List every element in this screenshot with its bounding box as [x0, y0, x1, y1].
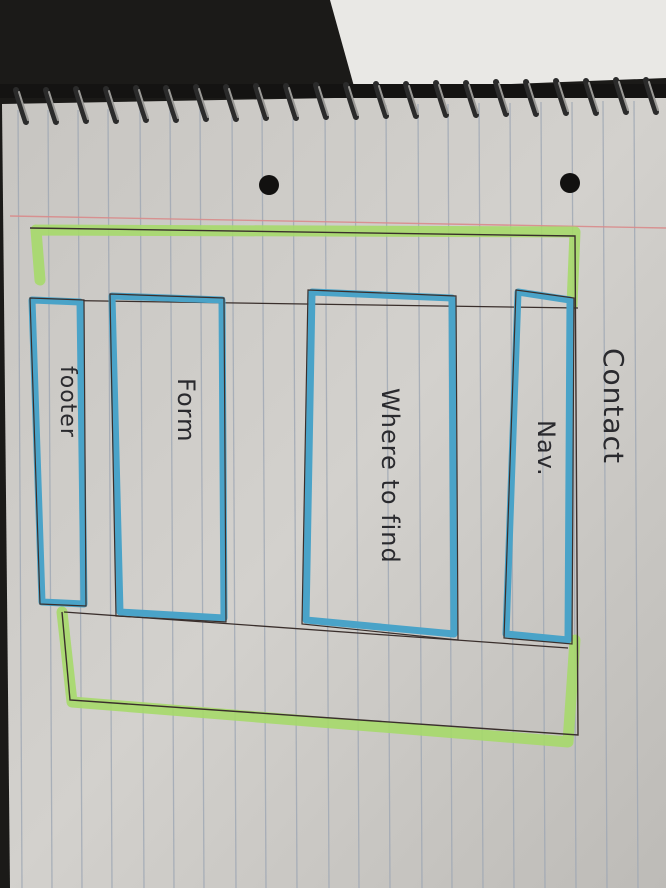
section-label-nav: Nav. — [532, 420, 560, 477]
wireframe-page-outline — [29, 224, 581, 748]
notebook-page — [2, 92, 666, 888]
wireframe-section-where-to-find — [301, 288, 459, 641]
section-label-footer: footer — [55, 366, 80, 438]
wireframe-section-footer — [28, 296, 88, 608]
punch-hole — [259, 175, 279, 195]
margin-line — [9, 215, 666, 229]
wireframe-section-nav — [502, 288, 575, 645]
section-label-where-to-find: Where to find — [376, 388, 404, 564]
spiral-binding — [0, 77, 666, 125]
page-heading: Contact — [597, 348, 630, 464]
background-sheet — [330, 0, 666, 90]
section-label-form: Form — [172, 378, 200, 443]
punch-hole — [560, 173, 580, 193]
wireframe-section-form — [108, 292, 228, 623]
